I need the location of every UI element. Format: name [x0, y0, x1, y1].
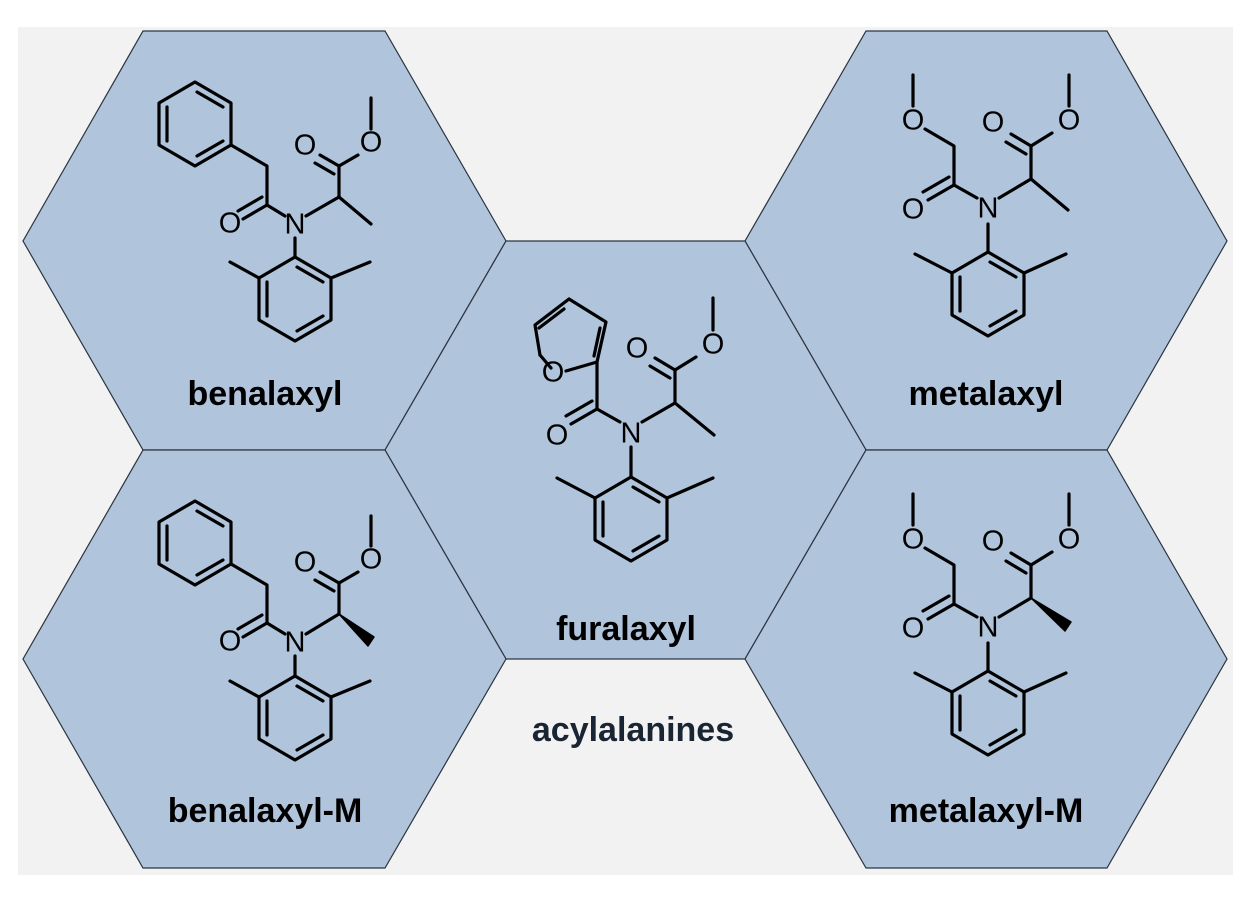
- alpha-methyl: [673, 401, 716, 437]
- alpha-methyl: [1029, 177, 1070, 212]
- benzene-ring: [157, 80, 233, 168]
- amide-carbonyl: [921, 175, 956, 202]
- label-furalaxyl: furalaxyl: [556, 610, 696, 648]
- n-alpha-bond: [640, 401, 677, 424]
- dimethylphenyl-ring: [257, 255, 333, 343]
- atom-o-amide: O: [546, 420, 569, 452]
- n-alpha-bond: [304, 195, 341, 218]
- amide-carbonyl: [921, 594, 956, 621]
- ester-oxygen-bond: [1029, 550, 1054, 567]
- ester-oxygen-bond: [1029, 131, 1054, 148]
- ester-carbonyl: [1004, 551, 1033, 575]
- atom-o-ester: O: [360, 544, 383, 576]
- benzylic-bond: [229, 143, 269, 207]
- dimethylphenyl-ring: [593, 475, 669, 563]
- structure-benalaxyl-m: O N O O: [157, 499, 383, 762]
- atom-o-amide: O: [219, 626, 242, 658]
- structure-metalaxyl: O O N O O: [902, 73, 1081, 338]
- amide-n-bond: [952, 183, 979, 200]
- ester-carbonyl: [313, 570, 341, 593]
- ester-oxygen-bond: [337, 153, 360, 168]
- atom-n: N: [621, 418, 642, 450]
- alpha-methyl-wedge: [1030, 597, 1072, 632]
- atom-o-carbonyl: O: [294, 547, 317, 579]
- diagram-caption: acylalanines: [532, 711, 734, 749]
- ester-oxygen-bond: [673, 355, 698, 372]
- hexagon-metalaxyl-m: [744, 449, 1228, 869]
- atom-o-ester: O: [1058, 105, 1081, 137]
- atom-o-amide: O: [902, 194, 925, 226]
- label-metalaxyl: metalaxyl: [909, 375, 1064, 413]
- atom-o-ester: O: [360, 127, 383, 159]
- atom-o-carbonyl: O: [982, 107, 1005, 139]
- alpha-methyl-wedge: [338, 613, 375, 647]
- benzylic-bond: [229, 562, 269, 625]
- structure-furalaxyl: O O N O O: [533, 296, 725, 563]
- atom-n: N: [978, 193, 999, 225]
- aryl-methyl-groups: [228, 679, 372, 699]
- aryl-methyl-groups: [228, 260, 372, 280]
- atom-o-ether: O: [902, 105, 925, 137]
- ester-oxygen-bond: [337, 570, 360, 585]
- aryl-methyl-groups: [555, 476, 715, 500]
- furan-oxygen-bonds: [538, 353, 599, 373]
- ether-ch2-bond: [923, 127, 956, 187]
- ether-ch2-bond: [923, 546, 956, 606]
- dimethylphenyl-ring: [950, 250, 1026, 338]
- n-alpha-bond: [997, 596, 1033, 619]
- structure-metalaxyl-m: O O N O O: [902, 492, 1081, 757]
- amide-n-bond: [595, 407, 622, 424]
- dimethylphenyl-ring: [950, 669, 1026, 757]
- atom-o-carbonyl: O: [626, 333, 649, 365]
- ester-carbonyl: [648, 356, 677, 380]
- atom-o-furan: O: [542, 357, 565, 389]
- atom-o-ester: O: [1058, 524, 1081, 556]
- aryl-methyl-groups: [913, 252, 1068, 275]
- ester-carbonyl: [1004, 132, 1033, 156]
- amide-n-bond: [265, 203, 287, 218]
- amide-carbonyl: [564, 399, 599, 426]
- n-alpha-bond: [997, 177, 1033, 200]
- dimethylphenyl-ring: [257, 674, 333, 762]
- atom-o-ether: O: [902, 524, 925, 556]
- benzene-ring: [157, 499, 233, 587]
- furan-ring: [533, 297, 608, 364]
- amide-n-bond: [952, 602, 979, 619]
- atom-n: N: [285, 209, 306, 241]
- label-benalaxyl-m: benalaxyl-M: [168, 792, 363, 830]
- label-metalaxyl-m: metalaxyl-M: [889, 792, 1084, 830]
- amide-n-bond: [265, 621, 287, 636]
- amide-carbonyl: [236, 195, 269, 221]
- n-alpha-bond: [304, 612, 341, 636]
- atom-o-amide: O: [902, 613, 925, 645]
- atom-o-ester: O: [702, 329, 725, 361]
- atom-o-carbonyl: O: [982, 526, 1005, 558]
- hexagon-benalaxyl-m: [22, 449, 507, 869]
- atom-n: N: [978, 612, 999, 644]
- structure-benalaxyl: O N O O: [157, 80, 383, 343]
- amide-carbonyl: [236, 613, 269, 639]
- atom-o-amide: O: [219, 208, 242, 240]
- atom-o-carbonyl: O: [294, 130, 317, 162]
- label-benalaxyl: benalaxyl: [188, 375, 343, 413]
- alpha-methyl: [337, 195, 373, 226]
- ester-carbonyl: [313, 153, 341, 176]
- atom-n: N: [285, 627, 306, 659]
- aryl-methyl-groups: [913, 671, 1068, 694]
